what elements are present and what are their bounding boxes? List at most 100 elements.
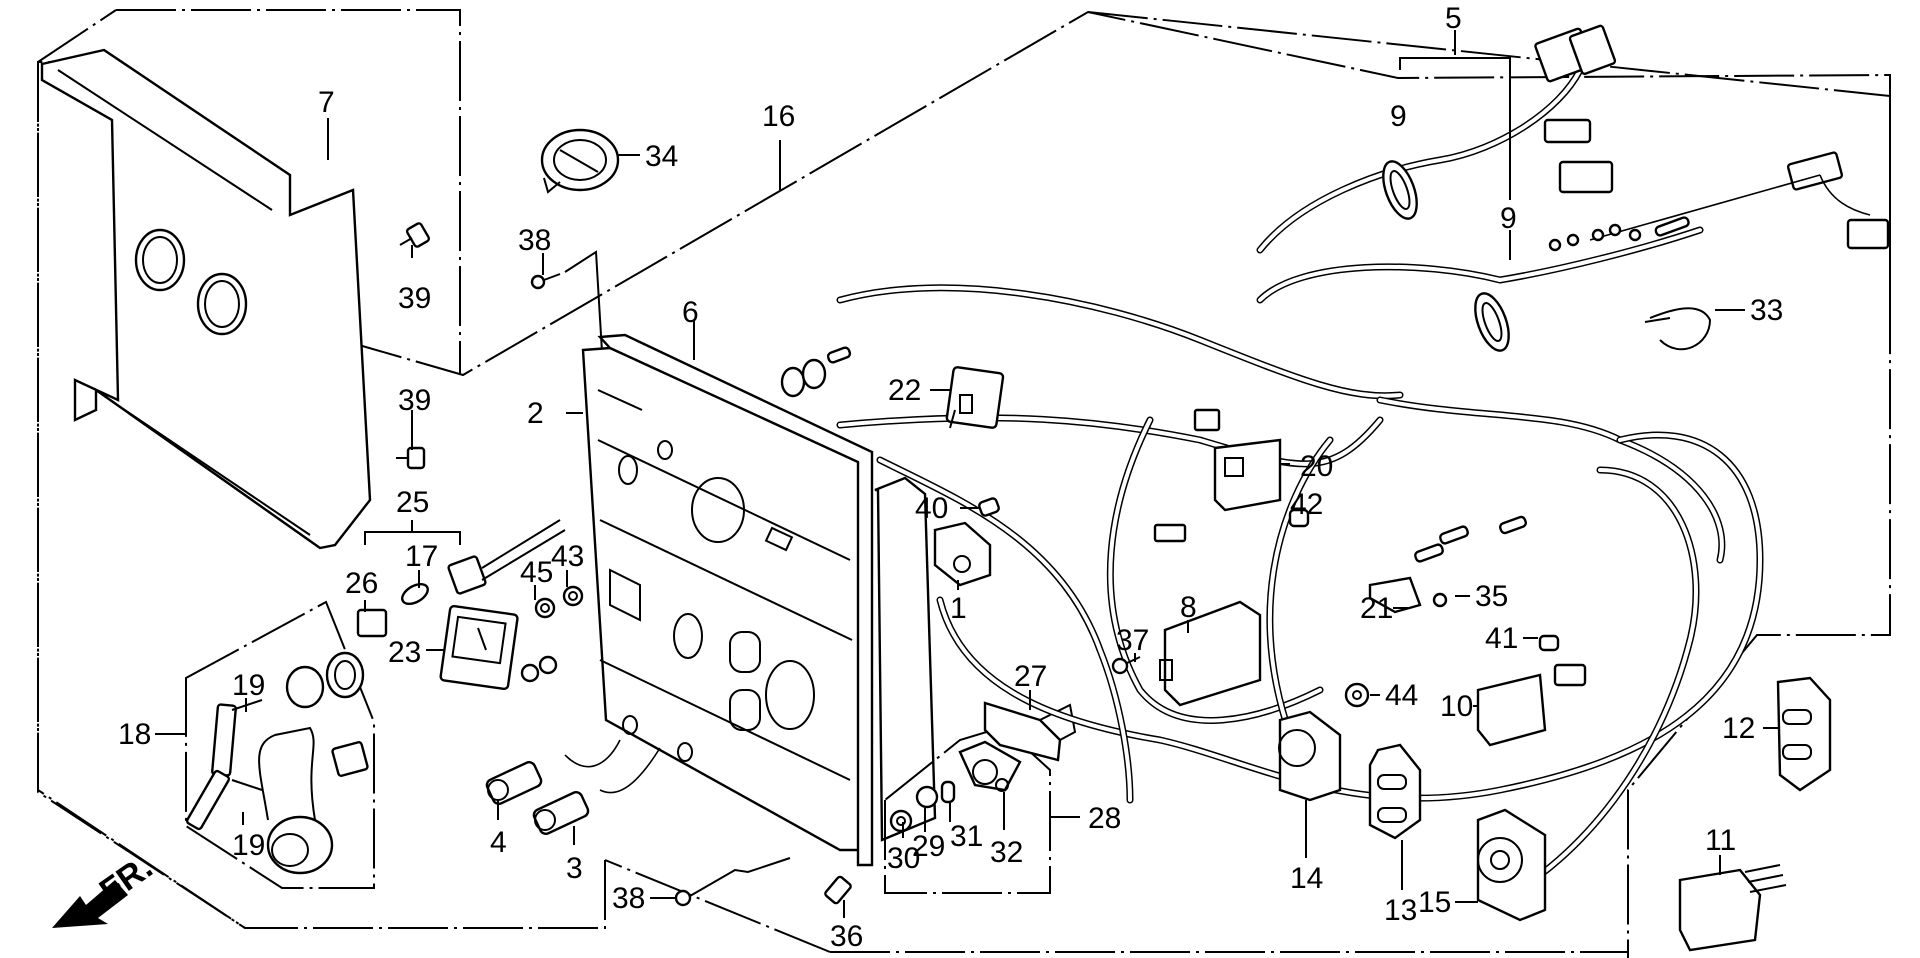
part-39-screw-lower (396, 446, 426, 470)
callout-43: 43 (551, 540, 584, 573)
part-1-switch (933, 521, 992, 587)
callout-28: 28 (1088, 802, 1121, 835)
part-40-screw (978, 497, 1000, 517)
callout-2: 2 (527, 397, 544, 430)
part-20-avr (1153, 408, 1282, 543)
callout-31: 31 (950, 820, 983, 853)
callout-44: 44 (1385, 679, 1418, 712)
wire-to-connectors (1589, 174, 1871, 241)
part-30-washer (889, 809, 913, 833)
part-32-bracket (958, 740, 1022, 792)
part-2-control-panel (581, 333, 874, 867)
washers-left (780, 346, 852, 398)
part-25-lamp-socket (447, 519, 566, 595)
callout-41: 41 (1485, 622, 1518, 655)
callout-4: 4 (490, 826, 507, 859)
callout-36: 36 (830, 920, 863, 953)
callout-37: 37 (1116, 624, 1149, 657)
part-38-screw-top (530, 250, 605, 386)
part-38-screw-bottom (650, 857, 791, 907)
callout-15: 15 (1418, 886, 1451, 919)
callout-39-lower: 39 (398, 384, 431, 417)
part-19-keys (185, 699, 263, 831)
callout-25: 25 (396, 486, 429, 519)
callout-13: 13 (1384, 894, 1417, 927)
part-33-clip (1644, 307, 1712, 351)
callout-10: 10 (1440, 690, 1473, 723)
connector-4 (1786, 151, 1844, 191)
callout-38-bottom: 38 (612, 882, 645, 915)
part-15-receptacle (1476, 808, 1547, 922)
callout-3: 3 (566, 852, 583, 885)
callout-5: 5 (1445, 2, 1462, 35)
callout-27: 27 (1014, 660, 1047, 693)
terminals-21 (1414, 515, 1527, 563)
part-3-terminal (532, 791, 590, 835)
top-frame (116, 9, 461, 375)
part-18-group-boundary (185, 600, 375, 889)
callout-20: 20 (1300, 450, 1333, 483)
part-9-grommet-upper (1382, 160, 1418, 220)
callout-26: 26 (345, 567, 378, 600)
callout-labels: 7 39 39 34 38 16 2 6 22 40 1 20 42 8 37 … (118, 2, 1783, 953)
part-23-meter (439, 604, 519, 691)
part-36-screw (824, 875, 852, 905)
callout-39-upper: 39 (398, 282, 431, 315)
panel-rear-flange (874, 476, 937, 842)
callout-34: 34 (645, 140, 678, 173)
callout-18: 18 (118, 718, 151, 751)
callout-40: 40 (915, 492, 948, 525)
part-43-nut (562, 585, 584, 607)
part-44-grommet (1344, 682, 1370, 708)
part-28-group-boundary (884, 725, 1051, 894)
callout-9-upper: 9 (1390, 100, 1407, 133)
callout-38-top: 38 (518, 224, 551, 257)
front-direction-arrow: FR. (52, 848, 159, 928)
callout-7: 7 (318, 86, 335, 119)
part-14-receptacle (1278, 710, 1342, 802)
connector-3 (1558, 160, 1614, 194)
part-8-breaker (1159, 600, 1262, 707)
callout-17: 17 (405, 540, 438, 573)
part-45-washer (534, 597, 556, 619)
callout-9-lower: 9 (1500, 202, 1517, 235)
meter-nuts-lower (520, 655, 558, 683)
part-17-bulb (401, 582, 429, 606)
connector-5 (1846, 218, 1890, 250)
part-18-ignition-switch (258, 651, 369, 875)
part-22-switch (945, 366, 1005, 429)
right-frame (1087, 11, 1891, 340)
callout-8: 8 (1180, 591, 1197, 624)
ring-terminals (1548, 216, 1690, 252)
callout-29: 29 (912, 830, 945, 863)
part-39-screw-upper (399, 222, 431, 248)
callout-33: 33 (1750, 294, 1783, 327)
connector-10 (1553, 663, 1587, 687)
part-31-spring (940, 780, 956, 804)
part-34-clamp (540, 128, 620, 194)
callout-45: 45 (520, 556, 553, 589)
part-13-receptacle (1368, 743, 1422, 840)
part-11-plug (1678, 864, 1787, 952)
part-12-receptacle (1776, 676, 1832, 792)
part-41-screw (1538, 634, 1560, 652)
callout-12: 12 (1722, 712, 1755, 745)
callout-6: 6 (682, 296, 699, 329)
left-frame (37, 62, 246, 929)
connector-main (1534, 24, 1617, 83)
part-26-cap (356, 608, 388, 638)
callout-42: 42 (1290, 488, 1323, 521)
callout-35: 35 (1475, 580, 1508, 613)
callout-21: 21 (1360, 592, 1393, 625)
callout-23: 23 (388, 636, 421, 669)
callout-16: 16 (762, 100, 795, 133)
part-10-capacitor (1476, 673, 1547, 747)
part-9-grommet-lower (1474, 292, 1510, 352)
callout-30: 30 (887, 842, 920, 875)
callout-19-upper: 19 (232, 669, 265, 702)
callout-19-lower: 19 (232, 829, 265, 862)
part-42-screw (1288, 508, 1310, 528)
assembly-boundary (37, 10, 1891, 958)
wire-harness (836, 66, 1764, 904)
